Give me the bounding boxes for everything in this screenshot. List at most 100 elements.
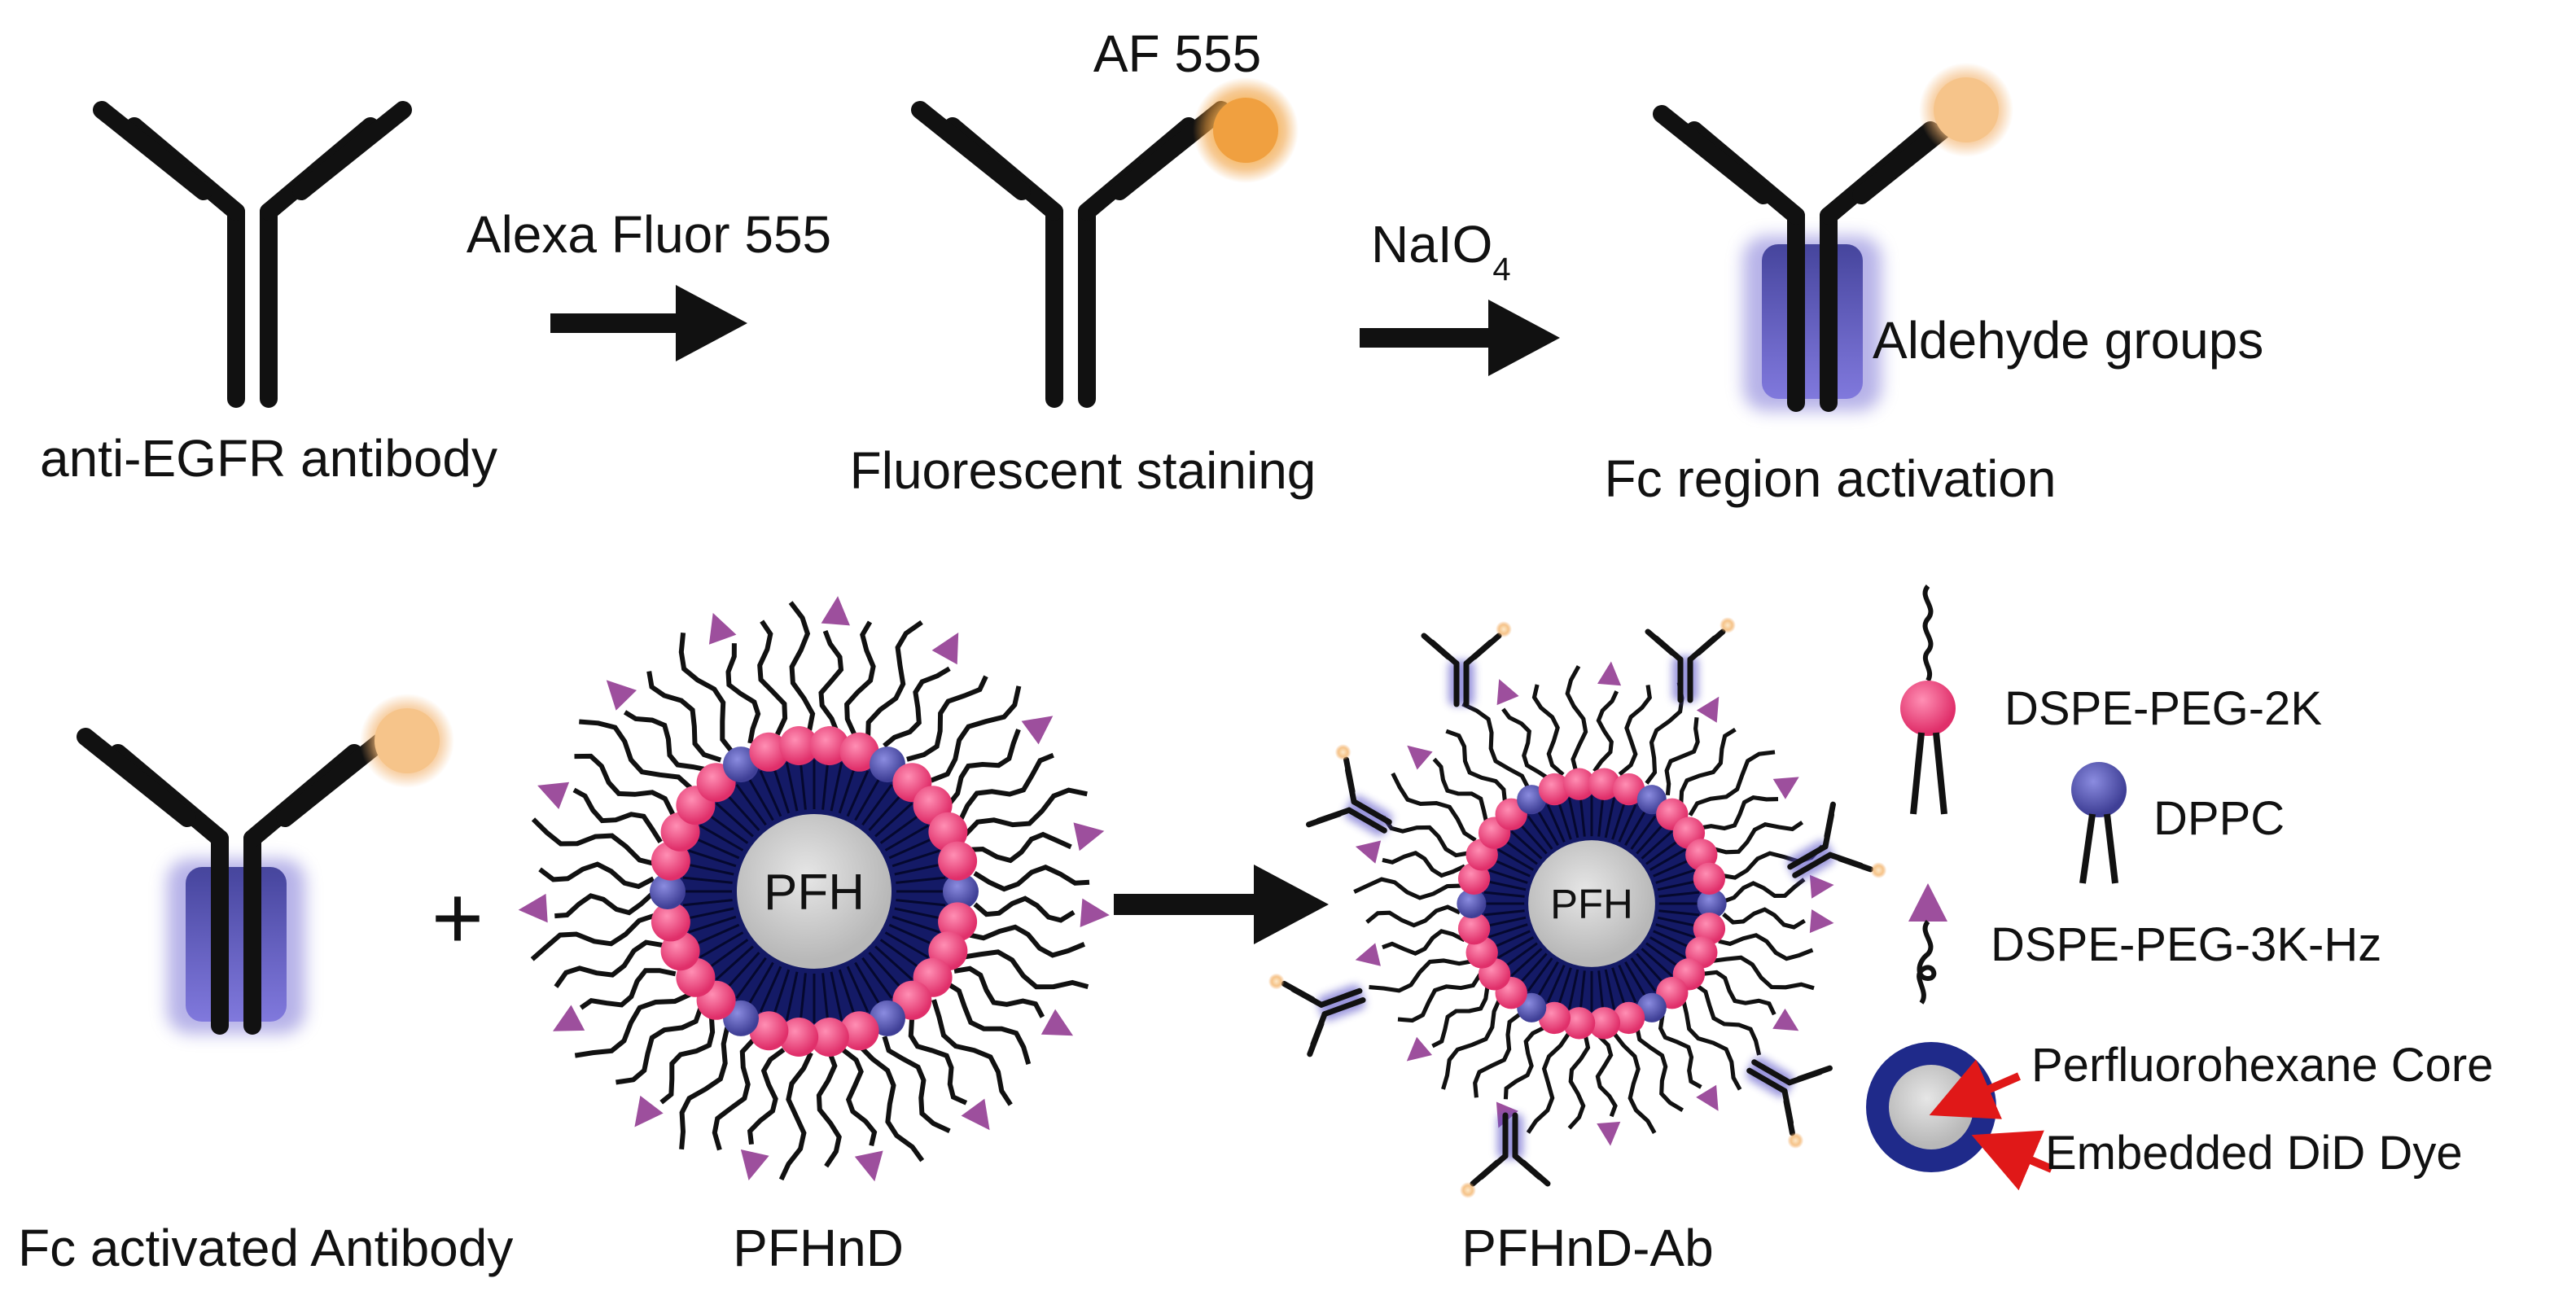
dspe-peg-head [779, 726, 819, 765]
lipid-tail [884, 931, 930, 959]
lipid-tail [1518, 952, 1548, 985]
peg-chain [747, 1048, 786, 1145]
label-anti-egfr-antibody: anti-EGFR antibody [40, 429, 497, 488]
peg-chain [1567, 1035, 1591, 1130]
triangle-icon [518, 893, 548, 923]
peg-chain [679, 1027, 730, 1150]
peg-chain [1635, 1027, 1684, 1112]
dppc-head [1697, 888, 1727, 919]
peg-chain [1613, 1032, 1657, 1134]
lipid-tail [1653, 930, 1692, 949]
lipid-tail [1536, 961, 1559, 998]
peg-chain [1445, 729, 1508, 804]
pfh-core [737, 814, 892, 969]
pfh-core-label: PFH [1550, 881, 1633, 927]
dspe-peg-head [779, 1018, 819, 1057]
fluorophore-icon [1193, 77, 1299, 183]
dspe-peg-head [809, 726, 849, 765]
triangle-icon [708, 612, 737, 645]
dspe-peg-head [749, 732, 789, 772]
peg-chain [961, 949, 1089, 990]
lipid-tail [772, 765, 791, 814]
dspe-peg-head [1612, 1001, 1645, 1035]
lipid-tail [1546, 803, 1566, 843]
peg-chain [1503, 1025, 1546, 1100]
peg-chain [530, 913, 655, 961]
peg-chain [945, 981, 1032, 1065]
fluorophore-icon [1787, 1132, 1804, 1149]
triangle-icon [1407, 745, 1433, 770]
antibody-icon [93, 101, 412, 408]
lipid-tail [830, 971, 843, 1021]
antibody-icon [1653, 105, 1972, 412]
lipid-tail [1510, 830, 1543, 860]
lipid-tail [1630, 957, 1657, 992]
peg-chain [678, 633, 734, 755]
arrow-icon [1114, 865, 1329, 944]
lipid-tail [799, 973, 807, 1023]
lipid-tail [1657, 916, 1698, 928]
lipid-tail [838, 969, 856, 1018]
lipid-tail [896, 876, 946, 884]
pfh-core [1528, 840, 1655, 967]
peg-chain [906, 675, 988, 762]
peg-chain [1391, 772, 1477, 843]
triangle-icon [1772, 777, 1799, 799]
antibody-icon [77, 728, 396, 1035]
lipid-tail [1624, 809, 1647, 847]
lipid-tail [1636, 952, 1666, 985]
peg-chain [1703, 970, 1776, 1016]
dspe-peg-head [1538, 1001, 1571, 1035]
lipid-tail [688, 849, 737, 868]
peg-chain [1595, 1034, 1618, 1118]
peg-chain [1382, 929, 1465, 956]
triangle-icon [1021, 716, 1054, 745]
lipid-tail [846, 965, 870, 1013]
core-icon [1866, 1042, 2053, 1191]
lipid-icon [2071, 762, 2127, 884]
fluorophore-icon [1919, 63, 2013, 157]
dspe-peg-head [1588, 1007, 1621, 1040]
lipid-tail [879, 812, 922, 844]
triangle-icon [1355, 840, 1382, 864]
peg-chain [579, 719, 693, 790]
lipid-tail [747, 776, 774, 821]
triangle-icon [1772, 1008, 1799, 1031]
fluorophore-icon [360, 694, 454, 788]
lipid-tail [861, 784, 893, 826]
lipid-tail [1483, 909, 1525, 917]
peg-chain [1723, 878, 1806, 904]
lipid-tail [1655, 869, 1695, 884]
peg-chain [1679, 727, 1737, 807]
peg-chain [646, 671, 722, 763]
lipid-tail [1597, 970, 1605, 1012]
triangle-icon [537, 782, 570, 809]
peg-chain [1680, 998, 1742, 1091]
lipid-tail [1488, 923, 1528, 939]
nanodroplet-icon: PFH [1353, 661, 1834, 1146]
lipid-tail [1636, 822, 1666, 855]
dppc-head [1457, 888, 1487, 919]
peg-chain [1531, 684, 1565, 777]
lipid-tail [1483, 891, 1525, 898]
peg-chain [574, 992, 691, 1058]
dspe-peg-head [1562, 1007, 1596, 1040]
fluorophore-icon [1268, 973, 1285, 990]
triangle-icon [606, 680, 637, 711]
fluorophore-icon [1870, 862, 1887, 879]
lipid-icon [1900, 585, 1956, 815]
peg-chain [1397, 973, 1483, 1023]
triangle-icon [1597, 1121, 1621, 1146]
label-alexa-fluor-555: Alexa Fluor 555 [467, 205, 831, 264]
arrow-icon [550, 285, 747, 361]
peg-chain [969, 924, 1086, 958]
mini-antibody-icon [1746, 1057, 1833, 1149]
dspe-peg-head [1612, 773, 1645, 806]
mini-antibody-icon [1786, 801, 1887, 881]
lipid-tail [1567, 797, 1579, 838]
peg-chain [948, 729, 1021, 805]
lipid-tail [1658, 909, 1700, 917]
triangle-icon [961, 1098, 990, 1131]
mini-antibody-icon [1268, 973, 1366, 1057]
peg-chain [1353, 877, 1461, 900]
